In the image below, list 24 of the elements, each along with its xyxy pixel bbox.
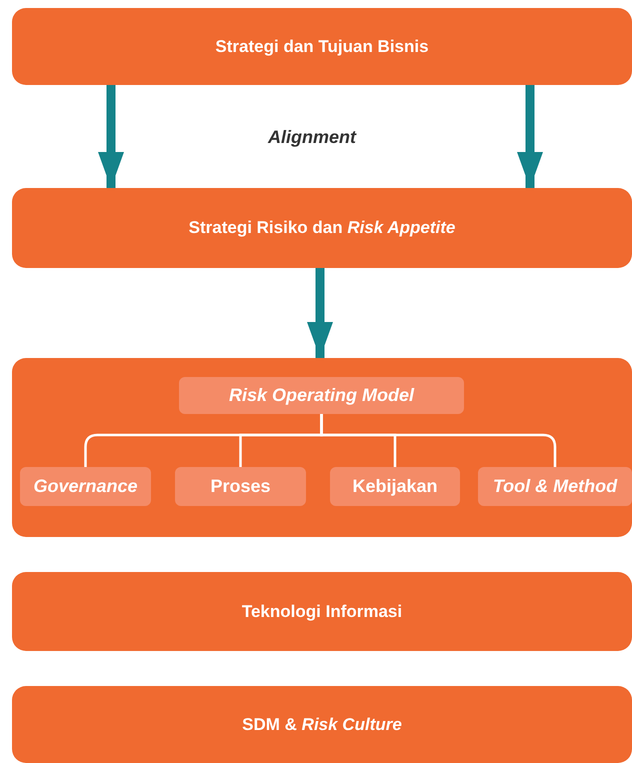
component-box xyxy=(20,467,151,506)
model-box xyxy=(179,377,464,414)
node-text: Proses xyxy=(210,476,271,497)
arrow xyxy=(517,85,543,188)
process-box xyxy=(12,572,632,651)
component-box xyxy=(478,467,632,506)
process-box xyxy=(12,8,632,85)
process-box xyxy=(12,686,632,763)
node-text: Strategi Risiko dan Risk Appetite xyxy=(188,218,456,238)
component-box xyxy=(175,467,306,506)
node-text: Governance xyxy=(33,476,138,497)
node-text: Kebijakan xyxy=(352,476,438,497)
arrow xyxy=(98,85,124,188)
group-panel xyxy=(12,358,632,537)
node-text: Risk Operating Model xyxy=(228,385,414,406)
arrow xyxy=(307,268,333,358)
node-text: Tool & Method xyxy=(492,476,618,497)
connector-line xyxy=(320,414,556,467)
node-text: SDM & Risk Culture xyxy=(242,714,402,734)
component-box xyxy=(330,467,460,506)
process-box xyxy=(12,188,632,268)
node-text: Teknologi Informasi xyxy=(242,602,402,622)
node-text: Strategi dan Tujuan Bisnis xyxy=(215,36,429,56)
alignment-label: Alignment xyxy=(268,127,356,148)
